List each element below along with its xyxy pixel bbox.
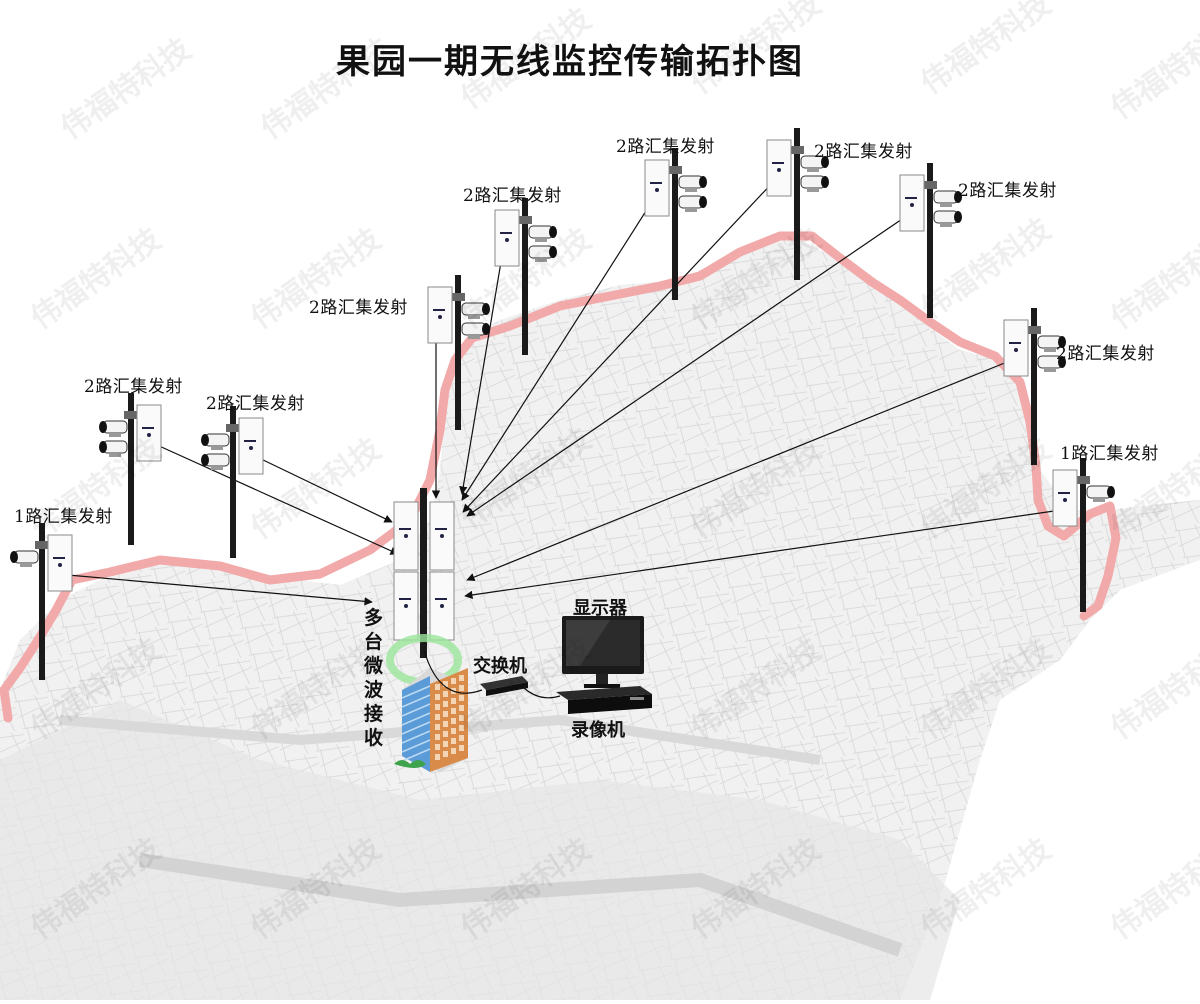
transmitter-station bbox=[10, 523, 73, 680]
switch-label: 交换机 bbox=[473, 656, 527, 677]
grass-icon bbox=[394, 760, 426, 768]
pole bbox=[672, 148, 678, 300]
station-label: 2路汇集发射 bbox=[463, 186, 562, 206]
antenna-panel-icon bbox=[1052, 469, 1078, 527]
camera-icon bbox=[461, 322, 490, 339]
transmitter-station bbox=[899, 163, 962, 318]
camera-icon bbox=[933, 210, 962, 227]
camera-icon bbox=[99, 420, 128, 437]
switch-icon bbox=[480, 676, 528, 696]
receiver-panel-icon bbox=[429, 571, 455, 641]
transmitter-stations bbox=[10, 128, 1115, 680]
camera-icon bbox=[1037, 335, 1066, 352]
station-label: 2路汇集发射 bbox=[309, 298, 408, 318]
recorder-label: 录像机 bbox=[571, 720, 625, 741]
pole bbox=[455, 275, 461, 430]
transmitter-station bbox=[766, 128, 829, 280]
receiver-hub bbox=[386, 488, 462, 686]
receiver-label: 多台微波接收 bbox=[364, 607, 384, 749]
wireless-link-arrow bbox=[462, 179, 776, 513]
pole bbox=[1031, 308, 1037, 465]
camera-icon bbox=[933, 190, 962, 207]
watermark-text: 伟福特科技 bbox=[245, 222, 388, 337]
watermark-text: 伟福特科技 bbox=[1105, 832, 1200, 947]
camera-icon bbox=[10, 550, 39, 567]
camera-icon bbox=[201, 453, 230, 470]
camera-icon bbox=[678, 195, 707, 212]
receiver-pole bbox=[420, 488, 427, 658]
pole bbox=[230, 406, 236, 558]
wireless-link-arrow bbox=[466, 214, 909, 517]
recorder-icon bbox=[556, 686, 652, 714]
transmitter-station bbox=[201, 406, 264, 558]
antenna-panel-icon bbox=[47, 534, 73, 592]
watermark-text: 伟福特科技 bbox=[25, 222, 168, 337]
camera-icon bbox=[461, 302, 490, 319]
camera-icon bbox=[678, 175, 707, 192]
receiver-panel-icon bbox=[393, 501, 419, 571]
receiver-panel-icon bbox=[429, 501, 455, 571]
wireless-link-arrow bbox=[464, 509, 1062, 600]
station-label: 1路汇集发射 bbox=[1060, 444, 1159, 464]
station-label: 2路汇集发射 bbox=[1056, 344, 1155, 364]
pole bbox=[1080, 458, 1086, 612]
watermark-text: 伟福特科技 bbox=[245, 432, 388, 547]
camera-icon bbox=[1037, 355, 1066, 372]
transmitter-station bbox=[494, 198, 557, 355]
watermark-text: 伟福特科技 bbox=[1105, 632, 1200, 747]
wireless-links bbox=[67, 179, 1062, 606]
cable bbox=[523, 687, 561, 699]
wireless-link-arrow bbox=[466, 359, 1013, 582]
antenna-panel-icon bbox=[1003, 319, 1029, 377]
antenna-panel-icon bbox=[136, 404, 162, 462]
station-label: 2路汇集发射 bbox=[958, 181, 1057, 201]
antenna-panel-icon bbox=[238, 417, 264, 475]
station-label: 2路汇集发射 bbox=[206, 394, 305, 414]
control-equipment bbox=[394, 616, 652, 772]
camera-icon bbox=[800, 155, 829, 172]
wireless-link-arrow bbox=[461, 199, 654, 501]
monitor-label: 显示器 bbox=[573, 598, 627, 619]
antenna-panel-icon bbox=[427, 286, 453, 344]
camera-icon bbox=[800, 175, 829, 192]
wireless-link-arrow bbox=[67, 574, 373, 606]
antenna-panel-icon bbox=[494, 209, 520, 267]
monitor-icon bbox=[562, 616, 644, 688]
page-title: 果园一期无线监控传输拓扑图 bbox=[336, 42, 804, 82]
station-label: 1路汇集发射 bbox=[14, 507, 113, 527]
watermark-text: 伟福特科技 bbox=[25, 432, 168, 547]
antenna-panel-icon bbox=[644, 159, 670, 217]
pole bbox=[39, 523, 45, 680]
transmitter-station bbox=[644, 148, 707, 300]
wireless-link-arrow bbox=[156, 444, 399, 555]
pole bbox=[128, 393, 134, 545]
station-label: 2路汇集发射 bbox=[814, 142, 913, 162]
wireless-link-arrow bbox=[258, 457, 393, 523]
camera-icon bbox=[201, 433, 230, 450]
pole bbox=[927, 163, 933, 318]
transmitter-station bbox=[1003, 308, 1066, 465]
pole bbox=[522, 198, 528, 355]
camera-icon bbox=[1086, 485, 1115, 502]
station-label: 2路汇集发射 bbox=[616, 137, 715, 157]
watermark-text: 伟福特科技 bbox=[1105, 222, 1200, 337]
transmitter-station bbox=[427, 275, 490, 430]
transmitter-station bbox=[99, 393, 162, 545]
receiver-panel-icon bbox=[393, 571, 419, 641]
camera-icon bbox=[528, 245, 557, 262]
pole bbox=[794, 128, 800, 280]
antenna-panel-icon bbox=[899, 174, 925, 232]
camera-icon bbox=[528, 225, 557, 242]
camera-icon bbox=[99, 440, 128, 457]
wireless-link-arrow bbox=[459, 249, 504, 495]
cable bbox=[423, 649, 483, 694]
building-icon bbox=[394, 668, 468, 772]
antenna-panel-icon bbox=[766, 139, 792, 197]
station-label: 2路汇集发射 bbox=[84, 377, 183, 397]
transmitter-station bbox=[1052, 458, 1115, 612]
